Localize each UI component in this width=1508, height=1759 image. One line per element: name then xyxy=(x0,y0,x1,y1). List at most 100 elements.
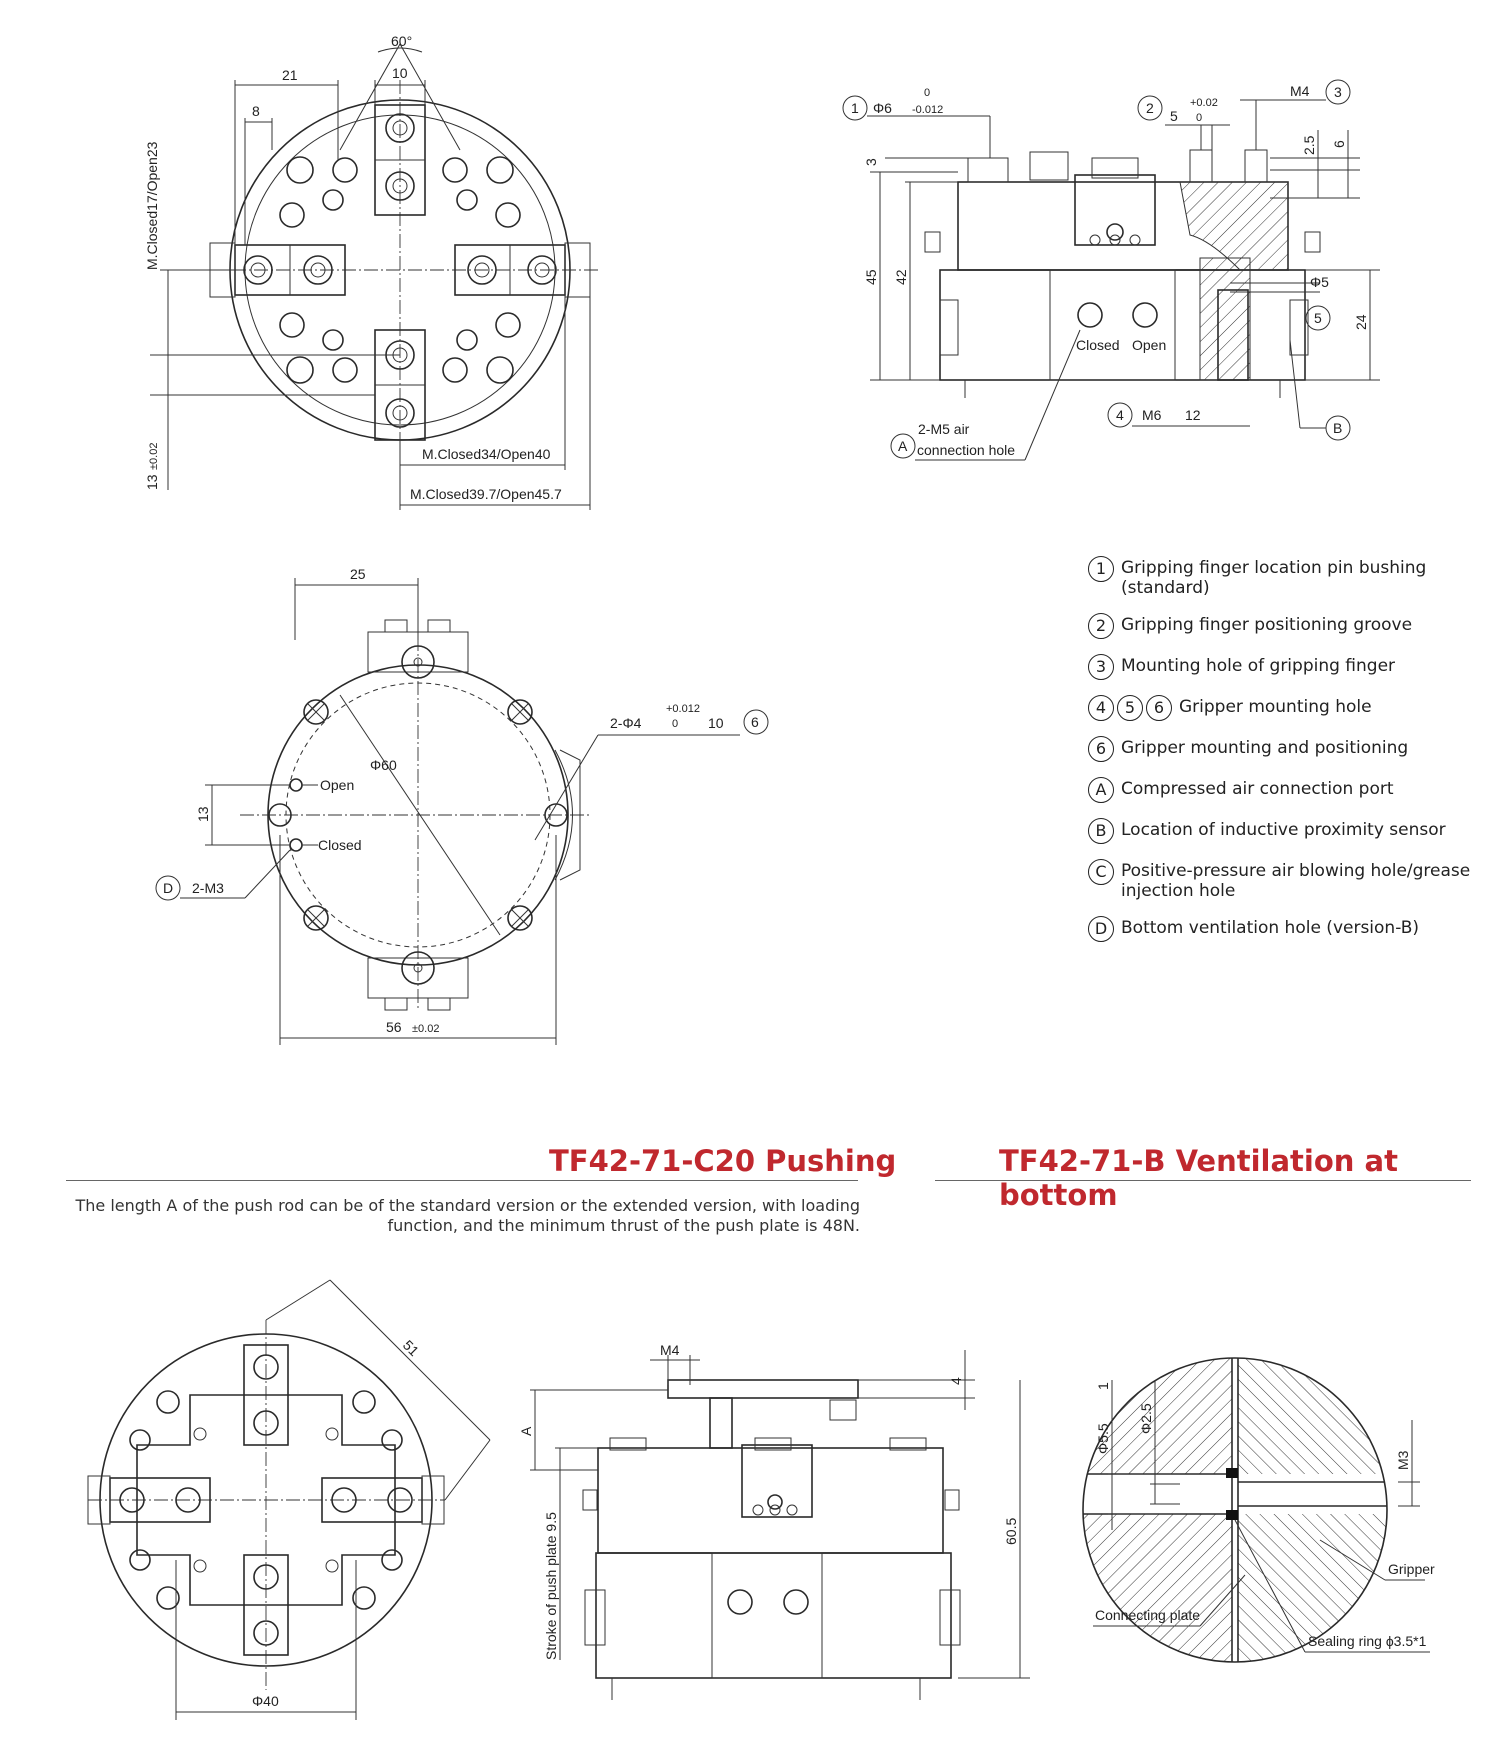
legend-text: Gripping finger location pin bushing (st… xyxy=(1121,558,1427,598)
closed-port xyxy=(1077,302,1103,328)
push-dim-m4: M4 xyxy=(660,1342,680,1358)
dim-m6: M6 xyxy=(1142,407,1162,423)
push-dim-A: A xyxy=(518,1426,534,1436)
legend-marker: C xyxy=(1088,859,1114,885)
callout-D: D xyxy=(163,880,173,896)
callout-A: A xyxy=(898,438,908,454)
dim-phi60: Φ60 xyxy=(370,757,397,773)
divider-ventilation xyxy=(935,1180,1471,1181)
callout-B: B xyxy=(1333,420,1342,436)
legend-marker: A xyxy=(1088,777,1114,803)
dim-42: 42 xyxy=(893,269,909,285)
open-port xyxy=(1132,302,1158,328)
dim-45: 45 xyxy=(863,269,879,285)
dim-5-lower: 0 xyxy=(1196,112,1202,124)
dim-25: 25 xyxy=(350,566,366,582)
dim-closed34-open40: M.Closed34/Open40 xyxy=(422,446,551,462)
vent-label-sealing: Sealing ring ϕ3.5*1 xyxy=(1308,1633,1427,1649)
divider-pushing xyxy=(66,1180,858,1181)
vent-dim-m3: M3 xyxy=(1395,1450,1411,1470)
legend-marker: 2 xyxy=(1088,613,1114,639)
push-dim-phi40: Φ40 xyxy=(252,1693,279,1709)
legend-marker: 1 xyxy=(1088,556,1114,582)
legend-text: Gripping finger positioning groove xyxy=(1121,615,1413,635)
dim-phi6: Φ6 xyxy=(873,100,892,116)
vent-dim-depth1: 1 xyxy=(1095,1382,1111,1390)
dim-2-phi4-upper: +0.012 xyxy=(666,703,700,715)
vent-label-connecting: Connecting plate xyxy=(1095,1607,1200,1623)
legend-row: 2 Gripping finger positioning groove xyxy=(1088,613,1508,639)
dim-2-5: 2.5 xyxy=(1301,135,1317,155)
dim-10: 10 xyxy=(392,65,408,81)
legend-text: Positive-pressure air blowing hole/greas… xyxy=(1121,861,1471,901)
dim-21: 21 xyxy=(282,67,298,83)
dim-6: 6 xyxy=(1331,140,1347,148)
dim-m4: M4 xyxy=(1290,83,1310,99)
dim-stroke-17-23: M.Closed17/Open23 xyxy=(144,141,160,270)
push-plate-cross xyxy=(136,1394,396,1606)
dim-3: 3 xyxy=(863,158,879,166)
dim-13-tol: ±0.02 xyxy=(148,443,160,470)
dim-56-tol: ±0.02 xyxy=(412,1023,439,1035)
legend-row: 6 Gripper mounting and positioning xyxy=(1088,736,1508,762)
vent-dim-phi5-5: Φ5.5 xyxy=(1095,1423,1111,1454)
bottom-label-closed: Closed xyxy=(318,837,362,853)
legend-row: 1 Gripping finger location pin bushing (s… xyxy=(1088,556,1508,598)
dim-closed39-open45: M.Closed39.7/Open45.7 xyxy=(410,486,562,502)
push-dim-4: 4 xyxy=(948,1377,964,1385)
push-dim-60-5: 60.5 xyxy=(1003,1518,1019,1545)
dim-phi6-lower: -0.012 xyxy=(912,104,943,116)
legend-row: C Positive-pressure air blowing hole/grea… xyxy=(1088,859,1508,901)
heading-pushing: TF42-71-C20 Pushing xyxy=(549,1144,897,1178)
legend-marker: 5 xyxy=(1117,695,1143,721)
air-hole-line2: connection hole xyxy=(917,442,1015,458)
legend-marker: 6 xyxy=(1146,695,1172,721)
legend-marker: 4 xyxy=(1088,695,1114,721)
dim-phi6-upper: 0 xyxy=(924,87,930,99)
callout-2: 2 xyxy=(1146,100,1154,116)
corner-mounting-holes xyxy=(268,699,568,931)
legend-row: B Location of inductive proximity sensor xyxy=(1088,818,1508,844)
legend-text: Location of inductive proximity sensor xyxy=(1121,820,1446,840)
dim-2-phi4: 2-Φ4 xyxy=(610,715,642,731)
legend-marker: D xyxy=(1088,916,1114,942)
legend-marker: 6 xyxy=(1088,736,1114,762)
legend-marker: B xyxy=(1088,818,1114,844)
push-dim-51: 51 xyxy=(400,1337,422,1359)
legend-row: A Compressed air connection port xyxy=(1088,777,1508,803)
legend-row: 3 Mounting hole of gripping finger xyxy=(1088,654,1508,680)
dim-2-m3: 2-M3 xyxy=(192,880,224,896)
heading-ventilation: TF42-71-B Ventilation at bottom xyxy=(999,1144,1398,1212)
callout-5: 5 xyxy=(1314,310,1322,326)
vent-detail: Φ5.5 1 Φ2.5 M3 Gripper Connecting plate … xyxy=(1082,1357,1435,1663)
legend-text: Gripper mounting hole xyxy=(1179,697,1372,717)
legend-text: Gripper mounting and positioning xyxy=(1121,738,1409,758)
dim-13: 13 xyxy=(144,474,160,490)
dim-24: 24 xyxy=(1353,314,1369,330)
bottom-label-open: Open xyxy=(320,777,354,793)
callout-4: 4 xyxy=(1116,407,1124,423)
top-left-view: 60° 21 10 8 M.Closed17/Open23 13 ±0.02 M… xyxy=(144,33,600,510)
dim-5-groove: 5 xyxy=(1170,108,1178,124)
air-hole-line1: 2-M5 air xyxy=(918,421,970,437)
dim-12-depth: 12 xyxy=(1185,407,1201,423)
legend: 1 Gripping finger location pin bushing (s… xyxy=(1088,556,1508,957)
legend-text: Compressed air connection port xyxy=(1121,779,1394,799)
label-open: Open xyxy=(1132,337,1166,353)
label-closed: Closed xyxy=(1076,337,1120,353)
callout-1: 1 xyxy=(851,100,859,116)
bottom-dim-13: 13 xyxy=(195,806,211,822)
dim-60-angle: 60° xyxy=(391,33,412,49)
push-dim-stroke: Stroke of push plate 9.5 xyxy=(543,1512,559,1660)
dim-phi5: Φ5 xyxy=(1310,274,1329,290)
callout-3: 3 xyxy=(1334,84,1342,100)
mounting-hole-ring xyxy=(279,156,521,384)
legend-text: Mounting hole of gripping finger xyxy=(1121,656,1396,676)
legend-marker: 3 xyxy=(1088,654,1114,680)
bottom-closed-port xyxy=(289,838,303,852)
callout-6: 6 xyxy=(751,714,759,730)
bottom-open-port xyxy=(289,778,303,792)
